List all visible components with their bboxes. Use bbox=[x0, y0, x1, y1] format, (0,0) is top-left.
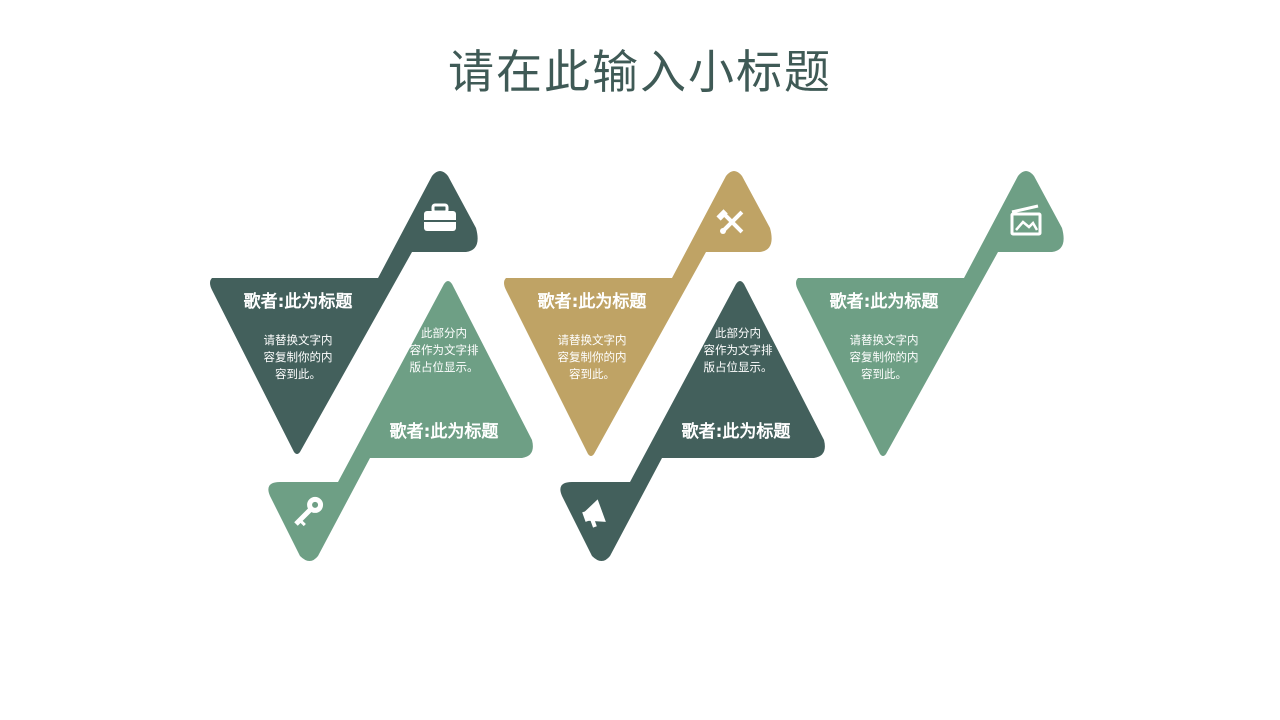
card-4: 歌者:此为标题 此部分内 容作为文字排 版占位显示。 bbox=[560, 281, 825, 561]
card-1: 歌者:此为标题 请替换文字内 容复制你的内 容到此。 bbox=[210, 171, 478, 454]
megaphone-icon bbox=[582, 499, 606, 528]
card-5: 歌者:此为标题 请替换文字内 容复制你的内 容到此。 bbox=[796, 171, 1064, 456]
card-2-body-line-2: 容作为文字排 bbox=[410, 343, 479, 357]
card-4-title: 歌者:此为标题 bbox=[682, 421, 792, 442]
card-3-title: 歌者:此为标题 bbox=[538, 291, 648, 312]
card-5-title: 歌者:此为标题 bbox=[830, 291, 940, 312]
card-4-body-line-3: 版占位显示。 bbox=[704, 360, 773, 374]
card-1-body-line-1: 请替换文字内 bbox=[264, 333, 333, 347]
page-title: 请在此输入小标题 bbox=[448, 45, 832, 99]
card-4-triangle bbox=[560, 281, 825, 561]
card-1-triangle bbox=[210, 171, 478, 454]
card-3: 歌者:此为标题 请替换文字内 容复制你的内 容到此。 bbox=[504, 171, 772, 456]
card-5-triangle bbox=[796, 171, 1064, 456]
card-1-body-line-2: 容复制你的内 bbox=[264, 350, 333, 364]
card-3-body-line-3: 容到此。 bbox=[569, 367, 615, 381]
card-4-body-line-2: 容作为文字排 bbox=[704, 343, 773, 357]
card-3-body-line-2: 容复制你的内 bbox=[558, 350, 627, 364]
card-2-triangle bbox=[268, 281, 533, 561]
key-icon bbox=[294, 496, 324, 527]
picture-icon bbox=[1010, 204, 1042, 236]
card-2-title: 歌者:此为标题 bbox=[390, 421, 500, 442]
card-1-title: 歌者:此为标题 bbox=[244, 291, 354, 312]
card-2: 歌者:此为标题 此部分内 容作为文字排 版占位显示。 bbox=[268, 281, 533, 561]
card-3-body-line-1: 请替换文字内 bbox=[558, 333, 627, 347]
card-5-body-line-1: 请替换文字内 bbox=[850, 333, 919, 347]
tools-icon bbox=[716, 209, 744, 234]
card-2-body-line-3: 版占位显示。 bbox=[410, 360, 479, 374]
briefcase-icon bbox=[424, 203, 456, 231]
card-4-body-line-1: 此部分内 bbox=[715, 326, 761, 340]
card-2-body-line-1: 此部分内 bbox=[421, 326, 467, 340]
card-5-body-line-2: 容复制你的内 bbox=[850, 350, 919, 364]
card-1-body-line-3: 容到此。 bbox=[275, 367, 321, 381]
card-3-triangle bbox=[504, 171, 772, 456]
card-5-body-line-3: 容到此。 bbox=[861, 367, 907, 381]
